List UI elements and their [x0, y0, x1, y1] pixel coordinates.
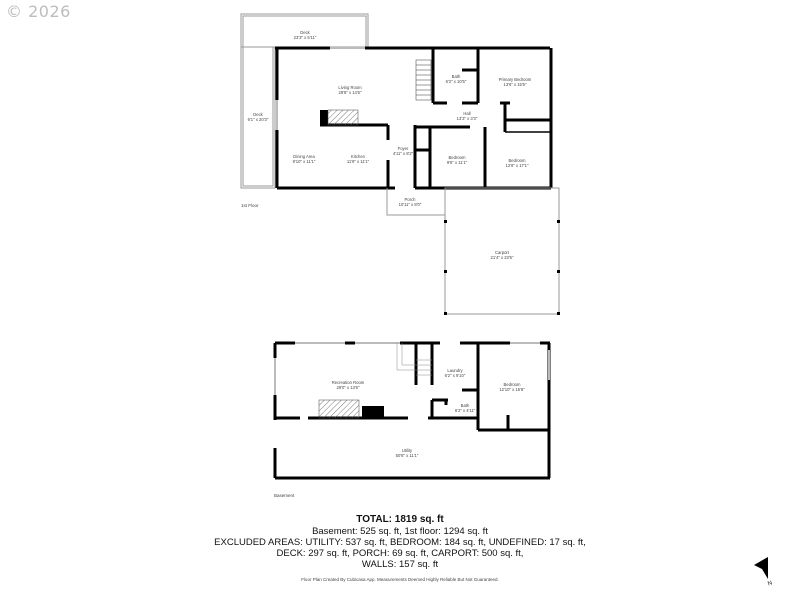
north-arrow-icon — [754, 557, 768, 579]
basement-fireplace — [318, 399, 360, 419]
stairs-first-floor — [415, 59, 432, 101]
carport-posts — [444, 220, 560, 315]
floor-label-basement: Basement — [274, 493, 295, 498]
excluded-areas-1: EXCLUDED AREAS: UTILITY: 537 sq. ft, BED… — [214, 537, 586, 548]
fireplace-hatch — [327, 109, 359, 126]
carport — [444, 187, 560, 315]
excluded-areas-2: DECK: 297 sq. ft, PORCH: 69 sq. ft, CARP… — [276, 548, 524, 559]
basement-hearth — [362, 406, 384, 418]
credit-note: Floor Plan Created By Cubicasa App. Meas… — [301, 577, 499, 582]
copyright-watermark: © 2026 — [6, 2, 71, 21]
deck-left — [240, 46, 276, 189]
fireplace-block — [320, 110, 328, 125]
area-summary: TOTAL: 1819 sq. ft Basement: 525 sq. ft,… — [0, 514, 800, 583]
floor-label-first: 1st Floor — [241, 203, 259, 208]
total-area: TOTAL: 1819 sq. ft — [356, 514, 444, 525]
basement-walls — [273, 341, 551, 480]
walls-area: WALLS: 157 sq. ft — [361, 559, 439, 570]
floor-areas: Basement: 525 sq. ft, 1st floor: 1294 sq… — [312, 526, 488, 537]
stairs-basement — [396, 343, 432, 376]
first-floor-walls — [275, 46, 553, 190]
